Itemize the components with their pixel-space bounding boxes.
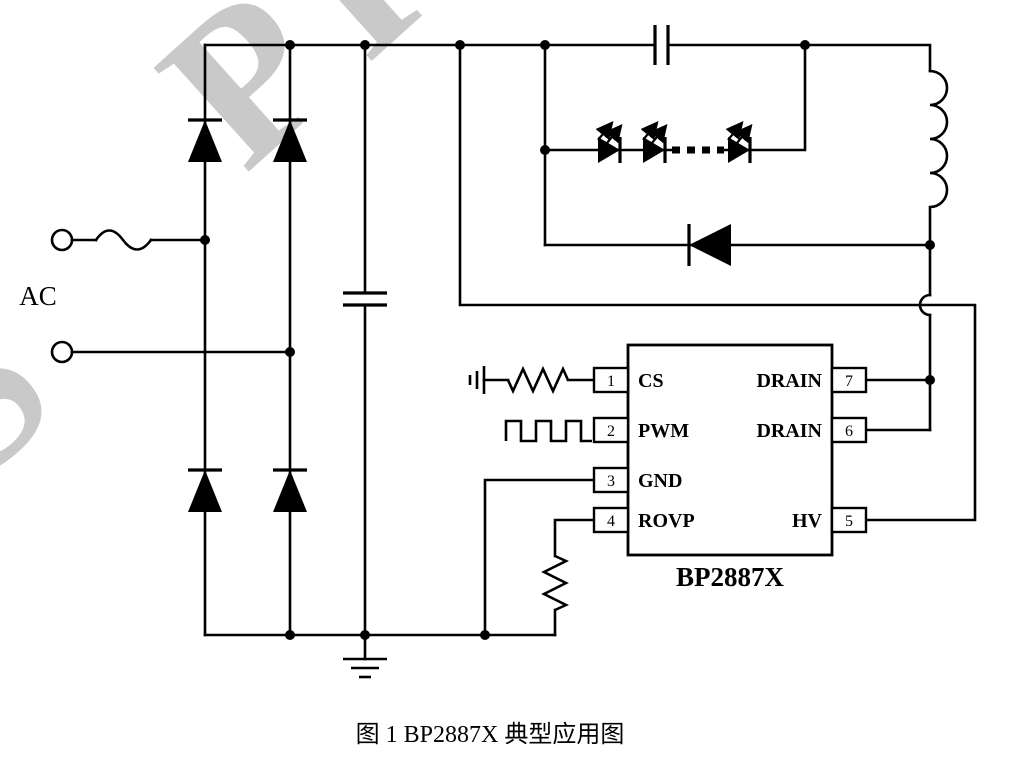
watermark-letters-pre: PRE xyxy=(117,0,672,210)
pin-name-rovp: ROVP xyxy=(638,510,695,532)
pin-box-7 xyxy=(830,366,868,394)
bridge-diode-top-left xyxy=(188,118,222,162)
rovp-resistor xyxy=(541,554,570,612)
pin-box-2 xyxy=(592,416,630,444)
pin-name-hv: HV xyxy=(792,510,823,532)
pin-number-1: 1 xyxy=(607,373,615,390)
watermark: S PRE xyxy=(0,0,672,523)
fuse-icon xyxy=(94,229,153,251)
pin-box-6 xyxy=(830,416,868,444)
top-rail-right xyxy=(666,43,932,73)
rovp-network xyxy=(541,518,596,637)
cs-ground-icon xyxy=(468,366,486,394)
cs-network xyxy=(468,365,596,395)
ic-body xyxy=(626,343,834,557)
pin-box-4 xyxy=(592,506,630,534)
output-capacitor xyxy=(653,25,670,65)
pwm-waveform-icon xyxy=(504,419,592,443)
bulk-capacitor xyxy=(343,43,387,637)
led-emission-arrows-icon xyxy=(595,120,753,144)
led-string xyxy=(543,43,807,247)
drain-line xyxy=(864,243,932,432)
junction-dots xyxy=(200,40,935,640)
ac-input: AC xyxy=(19,228,292,364)
supply-rails xyxy=(203,43,932,637)
ic-part-number: BP2887X xyxy=(676,562,785,592)
pin-number-3: 3 xyxy=(607,473,615,490)
pin-number-6: 6 xyxy=(845,423,853,440)
bridge-diode-bottom-left xyxy=(188,468,222,512)
pin-number-7: 7 xyxy=(845,373,853,390)
ground-symbol-icon xyxy=(343,633,387,679)
bridge-diode-top-right xyxy=(273,118,307,162)
cs-resistor xyxy=(506,365,570,395)
pin-box-1 xyxy=(592,366,630,394)
ac-label: AC xyxy=(19,281,57,311)
inductor xyxy=(928,69,949,247)
led-string-wire-right xyxy=(722,43,807,152)
ic-bp2887x: 1 2 3 4 7 6 5 CS PWM GND ROVP DRAIN DRAI… xyxy=(592,343,868,592)
bridge-diode-bottom-right xyxy=(273,468,307,512)
pin-box-3 xyxy=(592,466,630,494)
figure-caption: 图 1 BP2887X 典型应用图 xyxy=(356,721,625,748)
hv-line xyxy=(458,43,977,522)
pin-number-5: 5 xyxy=(845,513,853,530)
pin-name-cs: CS xyxy=(638,370,664,392)
ac-terminal-bottom-icon xyxy=(50,340,74,364)
pin-box-5 xyxy=(830,506,868,534)
ac-terminal-top-icon xyxy=(50,228,74,252)
pin-name-pwm: PWM xyxy=(638,420,689,442)
freewheel-diode xyxy=(543,224,932,266)
pin-name-gnd: GND xyxy=(638,470,682,492)
gnd-pin-wire xyxy=(483,478,596,637)
bridge-rectifier xyxy=(188,43,307,637)
pin-name-drain7: DRAIN xyxy=(756,370,822,392)
pin-number-2: 2 xyxy=(607,423,615,440)
pin-name-drain6: DRAIN xyxy=(756,420,822,442)
pin-number-4: 4 xyxy=(607,513,615,530)
